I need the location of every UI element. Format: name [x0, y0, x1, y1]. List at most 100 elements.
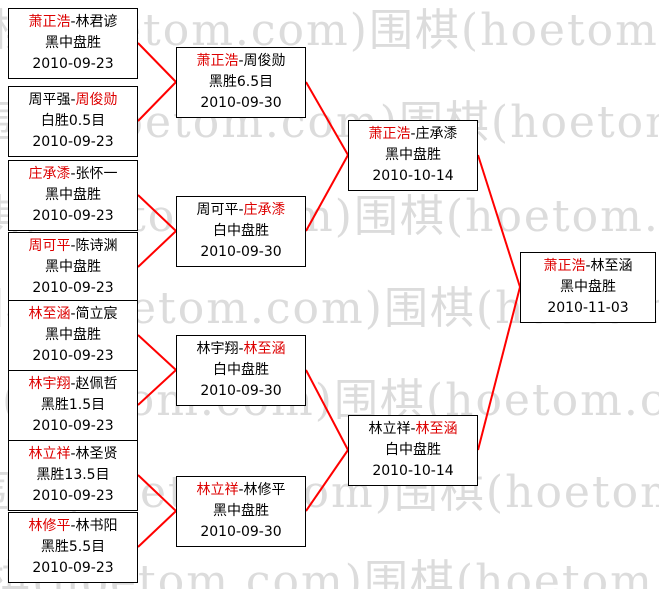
player-name-loser: 林至涵 [590, 258, 633, 274]
player-name-loser: 周可平 [196, 202, 239, 218]
match-date: 2010-09-23 [32, 488, 114, 504]
match-date: 2010-09-23 [32, 418, 114, 434]
match-result: 白胜0.5目 [40, 113, 106, 129]
player-name-winner: 林宇翔 [28, 376, 71, 392]
player-name-winner: 萧正浩 [28, 14, 71, 30]
match-box-sf-2: 林立祥-林至涵 白中盘胜 2010-10-14 [348, 415, 478, 486]
match-date: 2010-11-03 [547, 300, 629, 316]
match-players: 庄承潻-张怀一 [11, 164, 135, 185]
match-date: 2010-09-30 [200, 383, 282, 399]
match-result: 白中盘胜 [385, 442, 441, 458]
player-separator: - [410, 126, 416, 142]
match-result: 白中盘胜 [213, 223, 269, 239]
player-separator: - [70, 306, 76, 322]
match-date: 2010-10-14 [372, 168, 454, 184]
match-box-qf-4: 林立祥-林修平 黑中盘胜 2010-09-30 [176, 476, 306, 547]
match-box-r1-2: 周平强-周俊勋 白胜0.5目 2010-09-23 [8, 86, 138, 157]
player-name-loser: 林君谚 [75, 14, 118, 30]
match-result: 黑中盘胜 [385, 147, 441, 163]
match-box-r1-8: 林修平-林书阳 黑胜5.5目 2010-09-23 [8, 512, 138, 583]
match-date: 2010-09-23 [32, 560, 114, 576]
match-result: 黑中盘胜 [45, 187, 101, 203]
player-separator: - [238, 341, 244, 357]
player-name-loser: 陈诗渊 [75, 238, 118, 254]
player-separator: - [238, 482, 244, 498]
match-box-r1-6: 林宇翔-赵佩哲 黑胜1.5目 2010-09-23 [8, 370, 138, 441]
match-date: 2010-09-23 [32, 134, 114, 150]
match-result: 黑中盘胜 [45, 259, 101, 275]
player-name-winner: 萧正浩 [543, 258, 586, 274]
match-players: 周可平-陈诗渊 [11, 236, 135, 257]
player-separator: - [70, 238, 76, 254]
match-date: 2010-09-30 [200, 524, 282, 540]
match-date: 2010-09-30 [200, 244, 282, 260]
match-players: 林宇翔-赵佩哲 [11, 374, 135, 395]
match-box-r1-3: 庄承潻-张怀一 黑中盘胜 2010-09-23 [8, 160, 138, 231]
player-name-winner: 周俊勋 [75, 92, 118, 108]
match-result: 白中盘胜 [213, 362, 269, 378]
match-players: 林立祥-林修平 [179, 480, 303, 501]
player-name-loser: 简立宸 [75, 306, 118, 322]
match-box-r1-1: 萧正浩-林君谚 黑中盘胜 2010-09-23 [8, 8, 138, 79]
player-separator: - [70, 376, 76, 392]
player-name-loser: 林立祥 [368, 421, 411, 437]
player-name-winner: 庄承潻 [243, 202, 286, 218]
match-result: 黑中盘胜 [45, 327, 101, 343]
match-box-qf-3: 林宇翔-林至涵 白中盘胜 2010-09-30 [176, 335, 306, 406]
match-date: 2010-09-23 [32, 348, 114, 364]
match-date: 2010-09-23 [32, 56, 114, 72]
player-name-loser: 周平强 [28, 92, 71, 108]
match-box-r1-4: 周可平-陈诗渊 黑中盘胜 2010-09-23 [8, 232, 138, 303]
player-name-loser: 林宇翔 [196, 341, 239, 357]
match-box-r1-7: 林立祥-林圣贤 黑胜13.5目 2010-09-23 [8, 440, 138, 511]
player-name-winner: 周可平 [28, 238, 71, 254]
match-players: 林修平-林书阳 [11, 516, 135, 537]
match-result: 黑胜5.5目 [40, 539, 106, 555]
player-name-winner: 林修平 [28, 518, 71, 534]
player-separator: - [238, 53, 244, 69]
match-date: 2010-10-14 [372, 463, 454, 479]
player-separator: - [585, 258, 591, 274]
match-players: 周可平-庄承潻 [179, 200, 303, 221]
match-players: 萧正浩-林至涵 [523, 256, 653, 277]
player-name-loser: 周俊勋 [243, 53, 286, 69]
player-name-loser: 林书阳 [75, 518, 118, 534]
player-name-winner: 庄承潻 [28, 166, 71, 182]
match-result: 黑胜1.5目 [40, 397, 106, 413]
match-players: 萧正浩-周俊勋 [179, 51, 303, 72]
player-name-loser: 林圣贤 [75, 446, 118, 462]
player-name-winner: 林至涵 [243, 341, 286, 357]
player-separator: - [410, 421, 416, 437]
player-name-winner: 萧正浩 [368, 126, 411, 142]
match-box-sf-1: 萧正浩-庄承潻 黑中盘胜 2010-10-14 [348, 120, 478, 191]
match-date: 2010-09-23 [32, 208, 114, 224]
match-date: 2010-09-30 [200, 95, 282, 111]
match-box-r1-5: 林至涵-简立宸 黑中盘胜 2010-09-23 [8, 300, 138, 371]
player-name-winner: 林立祥 [28, 446, 71, 462]
player-separator: - [70, 92, 76, 108]
player-name-winner: 林至涵 [415, 421, 458, 437]
player-name-winner: 林至涵 [28, 306, 71, 322]
player-separator: - [70, 166, 76, 182]
player-name-loser: 张怀一 [75, 166, 118, 182]
player-name-winner: 林立祥 [196, 482, 239, 498]
player-separator: - [70, 518, 76, 534]
match-players: 林立祥-林至涵 [351, 419, 475, 440]
match-players: 萧正浩-庄承潻 [351, 124, 475, 145]
match-result: 黑胜13.5目 [36, 467, 110, 483]
match-box-qf-1: 萧正浩-周俊勋 黑胜6.5目 2010-09-30 [176, 47, 306, 118]
player-name-loser: 庄承潻 [415, 126, 458, 142]
player-separator: - [238, 202, 244, 218]
player-name-loser: 赵佩哲 [75, 376, 118, 392]
match-date: 2010-09-23 [32, 280, 114, 296]
match-result: 黑中盘胜 [560, 279, 616, 295]
match-players: 周平强-周俊勋 [11, 90, 135, 111]
player-separator: - [70, 14, 76, 30]
match-result: 黑中盘胜 [213, 503, 269, 519]
match-result: 黑中盘胜 [45, 35, 101, 51]
match-players: 林宇翔-林至涵 [179, 339, 303, 360]
player-name-winner: 萧正浩 [196, 53, 239, 69]
player-name-loser: 林修平 [243, 482, 286, 498]
